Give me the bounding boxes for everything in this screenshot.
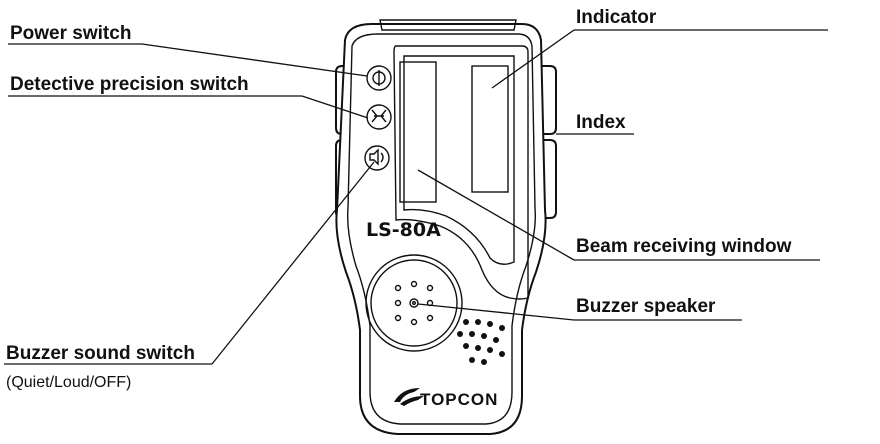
index-tab-upper — [539, 65, 557, 135]
indicator-window-left — [399, 61, 437, 203]
buzzer-speaker — [365, 254, 463, 352]
leader-lines — [4, 29, 828, 365]
label-indicator: Indicator — [576, 7, 657, 28]
label-buzzer-speaker: Buzzer speaker — [576, 296, 716, 317]
label-buzzer-sound-switch-note: (Quiet/Loud/OFF) — [6, 374, 131, 391]
label-detective-precision-switch: Detective precision switch — [10, 74, 249, 95]
housing-inner — [346, 33, 536, 425]
sound-grille — [457, 319, 505, 365]
housing-outline — [335, 23, 547, 435]
label-index: Index — [576, 112, 626, 133]
model-label: LS-80A — [366, 219, 441, 241]
sound-icon — [369, 148, 384, 166]
power-switch[interactable] — [366, 65, 392, 91]
topcon-logo-icon — [394, 388, 424, 406]
indicator-window-right — [471, 65, 509, 193]
beam-receiving-window-inner — [403, 55, 515, 265]
buzzer-sound-switch[interactable] — [364, 145, 390, 171]
svg-text:TOPCON: TOPCON — [420, 390, 498, 409]
label-power-switch: Power switch — [10, 23, 131, 44]
top-cap — [379, 19, 517, 31]
brand-logo: TOPCON — [394, 388, 498, 409]
beam-receiving-window-frame — [393, 45, 529, 300]
precision-icon — [371, 109, 387, 123]
receiver-body: LS-80A TOPC — [335, 19, 557, 435]
label-beam-receiving-window: Beam receiving window — [576, 236, 792, 257]
label-buzzer-sound-switch: Buzzer sound switch — [6, 343, 195, 364]
